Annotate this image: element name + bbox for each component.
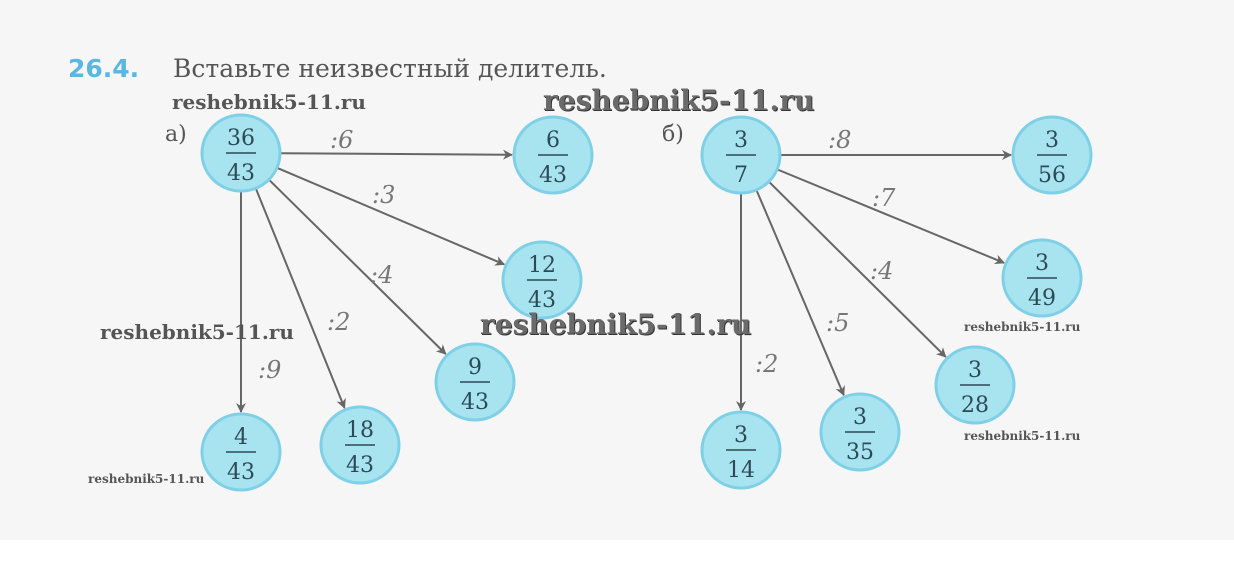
arrow xyxy=(268,179,447,355)
watermark: reshebnik5-11.ru xyxy=(964,320,1081,334)
arrow xyxy=(777,168,1005,265)
result-fraction: 314 xyxy=(700,410,782,490)
watermark: reshebnik5-11.ru xyxy=(88,472,205,486)
result-fraction: 349 xyxy=(1001,238,1083,318)
arrow xyxy=(277,167,506,266)
arrow xyxy=(255,188,346,409)
result-fraction: 335 xyxy=(819,392,901,472)
part-a-label: а) xyxy=(165,122,187,147)
numerator: 3 xyxy=(734,423,748,448)
arrow xyxy=(768,181,947,358)
source-fraction: 37 xyxy=(700,115,782,195)
divisor-label: :4 xyxy=(370,261,393,289)
part-b-label: б) xyxy=(662,122,684,147)
divisor-label: :2 xyxy=(755,350,778,378)
denominator: 43 xyxy=(346,453,374,478)
denominator: 28 xyxy=(961,393,989,418)
denominator: 43 xyxy=(227,460,255,485)
result-fraction: 356 xyxy=(1011,115,1093,195)
watermark: reshebnik5-11.ru xyxy=(172,90,366,114)
watermark: reshebnik5-11.ru xyxy=(543,84,815,117)
numerator: 3 xyxy=(734,128,748,153)
denominator: 43 xyxy=(227,161,255,186)
divisor-label: :3 xyxy=(372,181,395,209)
denominator: 35 xyxy=(846,440,874,465)
exercise-title: Вставьте неизвестный делитель. xyxy=(173,54,607,83)
numerator: 3 xyxy=(853,405,867,430)
divisor-label: :4 xyxy=(870,257,893,285)
denominator: 43 xyxy=(528,288,556,313)
exercise-number: 26.4. xyxy=(68,54,140,83)
arrow xyxy=(755,190,845,397)
exercise-page: 26.4. Вставьте неизвестный делитель. а) … xyxy=(68,54,1093,492)
divisor-label: :2 xyxy=(327,308,350,336)
divisor-label: :5 xyxy=(826,309,849,337)
watermark: reshebnik5-11.ru xyxy=(100,320,294,344)
denominator: 49 xyxy=(1028,286,1056,311)
divisor-label: :8 xyxy=(828,126,851,154)
divisor-label: :7 xyxy=(872,184,896,212)
result-fraction: 328 xyxy=(934,345,1016,425)
watermark: reshebnik5-11.ru xyxy=(480,308,752,341)
numerator: 3 xyxy=(1035,251,1049,276)
divisor-label: :9 xyxy=(258,356,281,384)
numerator: 9 xyxy=(468,355,482,380)
result-fraction: 943 xyxy=(434,342,516,422)
numerator: 4 xyxy=(234,425,248,450)
watermark: reshebnik5-11.ru xyxy=(964,429,1081,443)
denominator: 43 xyxy=(461,390,489,415)
numerator: 18 xyxy=(346,418,374,443)
denominator: 56 xyxy=(1038,163,1066,188)
numerator: 3 xyxy=(968,358,982,383)
division-diagram: :6:3:4:2:9364364312439431843443:8:7:4:5:… xyxy=(200,113,1093,492)
numerator: 3 xyxy=(1045,128,1059,153)
numerator: 12 xyxy=(528,253,556,278)
result-fraction: 643 xyxy=(512,115,594,195)
denominator: 14 xyxy=(727,458,755,483)
denominator: 7 xyxy=(734,163,748,188)
arrow xyxy=(280,149,514,160)
result-fraction: 443 xyxy=(200,412,282,492)
numerator: 36 xyxy=(227,126,255,151)
denominator: 43 xyxy=(539,163,567,188)
numerator: 6 xyxy=(546,128,560,153)
divisor-label: :6 xyxy=(330,126,353,154)
